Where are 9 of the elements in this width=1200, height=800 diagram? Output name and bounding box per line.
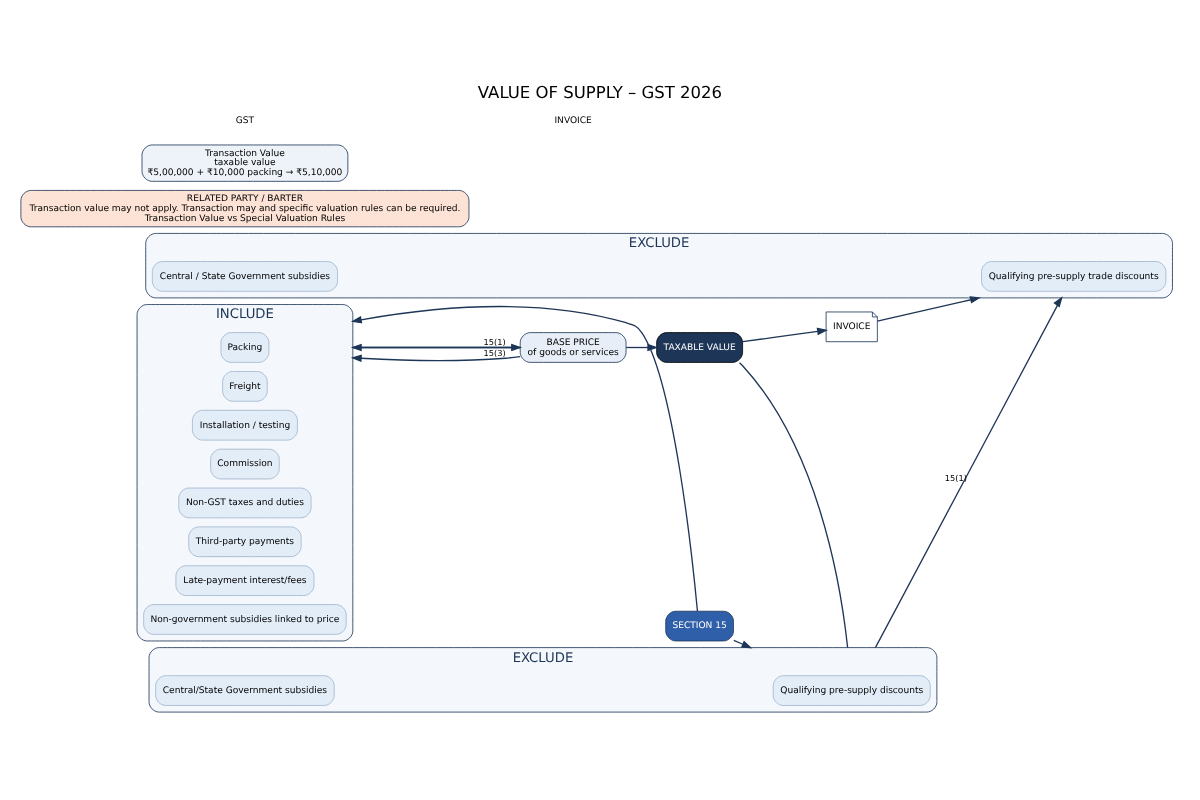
arrow [350, 306, 699, 612]
arrow [350, 354, 521, 363]
arrow [876, 296, 981, 322]
connector [738, 362, 849, 649]
diagram-title: VALUE OF SUPPLY – GST 2026 [477, 81, 723, 102]
arrow [874, 296, 1063, 649]
arrow [733, 639, 753, 649]
arrow [625, 343, 659, 352]
arrow [742, 327, 828, 343]
